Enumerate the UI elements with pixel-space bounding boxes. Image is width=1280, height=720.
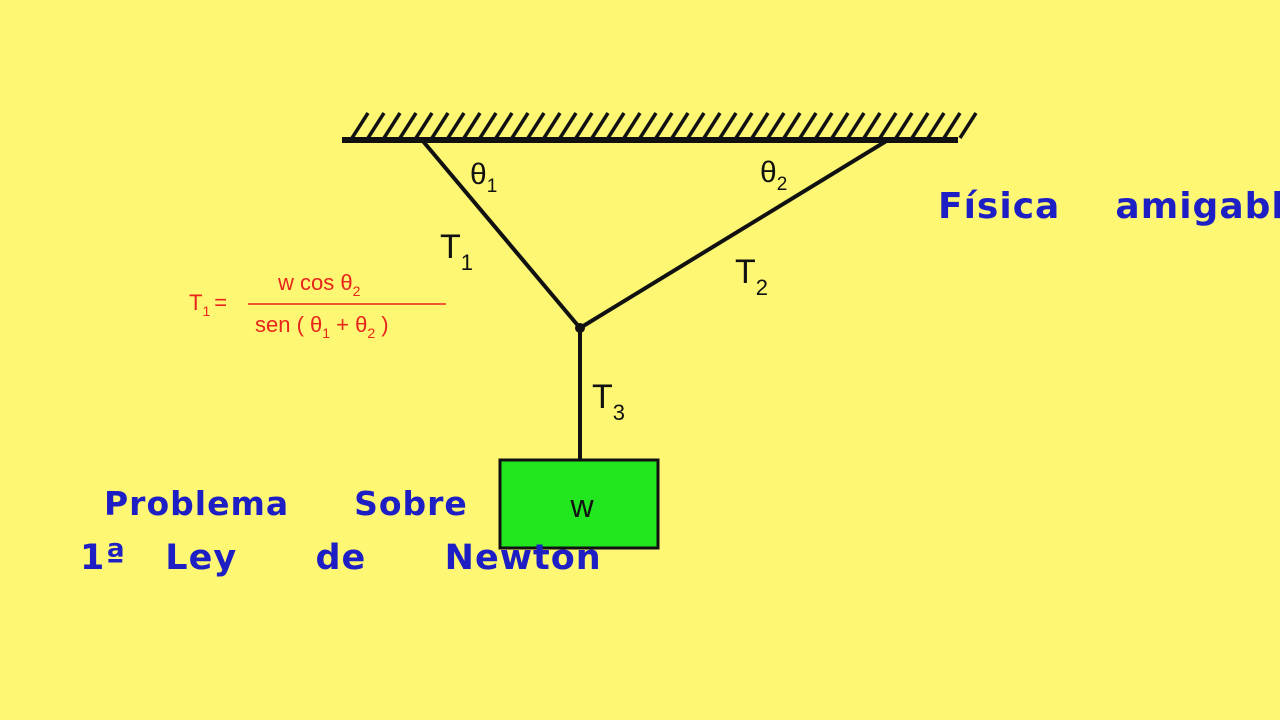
hatch-mark xyxy=(734,112,754,139)
hatch-mark xyxy=(414,112,434,139)
title-line-1: Problema Sobre xyxy=(104,484,468,523)
hatch-mark xyxy=(350,112,370,139)
hatch-mark xyxy=(542,112,562,139)
hatch-mark xyxy=(894,112,914,139)
hatch-mark xyxy=(462,112,482,139)
rope-t1 xyxy=(420,138,582,330)
hatch-mark xyxy=(430,112,450,139)
hatch-mark xyxy=(398,112,418,139)
tension2-label: T2 xyxy=(735,253,768,300)
rope-t2 xyxy=(578,138,890,330)
tension3-label: T3 xyxy=(592,378,625,425)
formula-lhs: T1= xyxy=(189,290,227,319)
hatch-mark xyxy=(622,112,642,139)
angle1-label: θ1 xyxy=(470,158,497,197)
hatch-mark xyxy=(942,112,962,139)
hatch-mark xyxy=(510,112,530,139)
hatch-mark xyxy=(830,112,850,139)
angle2-label: θ2 xyxy=(760,156,787,195)
hatch-mark xyxy=(798,112,818,139)
hatch-mark xyxy=(366,112,386,139)
hatch-mark xyxy=(910,112,930,139)
hatch-mark xyxy=(574,112,594,139)
hatch-mark xyxy=(654,112,674,139)
tension1-label: T1 xyxy=(440,228,473,275)
hatch-mark xyxy=(846,112,866,139)
hatch-mark xyxy=(878,112,898,139)
hatch-mark xyxy=(590,112,610,139)
hatch-mark xyxy=(670,112,690,139)
hatch-mark xyxy=(446,112,466,139)
hatch-mark xyxy=(702,112,722,139)
weight-block xyxy=(498,458,660,550)
hatch-mark xyxy=(606,112,626,139)
brand-text: Física amigable xyxy=(938,186,1280,227)
knot-point xyxy=(575,323,585,333)
hatch-mark xyxy=(926,112,946,139)
hatch-mark xyxy=(766,112,786,139)
hatch-mark xyxy=(718,112,738,139)
title-line-2: 1ª Ley de Newton xyxy=(80,538,602,578)
block-label: w xyxy=(569,488,594,524)
hatch-mark xyxy=(638,112,658,139)
hatch-mark xyxy=(526,112,546,139)
hatch-mark xyxy=(686,112,706,139)
hatch-mark xyxy=(958,112,978,139)
formula-denominator: sen ( θ1 + θ2 ) xyxy=(255,312,389,341)
hatch-mark xyxy=(382,112,402,139)
hatch-mark xyxy=(494,112,514,139)
formula-t1: T1= w cos θ2 sen ( θ1 + θ2 ) xyxy=(189,270,446,341)
hatch-mark xyxy=(814,112,834,139)
hatch-mark xyxy=(478,112,498,139)
formula-numerator: w cos θ2 xyxy=(277,270,361,299)
ceiling xyxy=(342,112,978,143)
ceiling-hatching xyxy=(350,112,978,139)
hatch-mark xyxy=(558,112,578,139)
hatch-mark xyxy=(750,112,770,139)
hatch-mark xyxy=(862,112,882,139)
hatch-mark xyxy=(782,112,802,139)
